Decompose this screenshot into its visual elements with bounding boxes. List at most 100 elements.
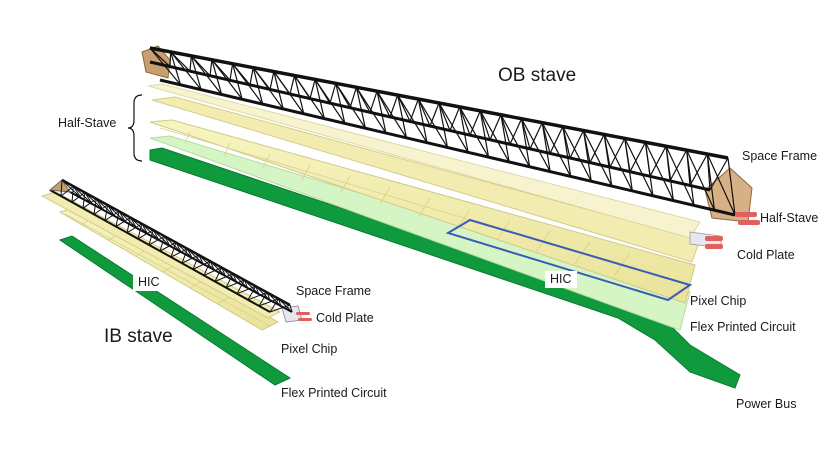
truss-member [249, 67, 254, 85]
truss-member [71, 192, 86, 203]
truss-member [355, 87, 366, 129]
truss-member [376, 90, 407, 139]
ob-space-frame-label: Space Frame [742, 149, 818, 163]
truss-member [170, 248, 188, 258]
truss-member [500, 114, 511, 145]
truss-member [520, 118, 531, 167]
ib-pixel-chip-label: Pixel Chip [281, 342, 338, 356]
truss-member [252, 67, 284, 110]
truss-member [164, 235, 182, 253]
truss-member [266, 292, 282, 307]
truss-member [126, 217, 131, 233]
truss-member [214, 267, 223, 282]
truss-member [152, 229, 171, 247]
truss-member [335, 83, 366, 129]
truss-member [198, 254, 204, 265]
truss-member [258, 292, 268, 307]
ob-half-stave-right-label: Half-Stave [760, 211, 819, 225]
truss-member [126, 223, 143, 234]
truss-member [509, 118, 523, 145]
truss-member [273, 71, 284, 110]
ob-power-bus-label: Power Bus [736, 397, 797, 411]
ib-cold-plate-label: Cold Plate [316, 311, 374, 325]
truss-member [397, 94, 428, 143]
truss-member [541, 122, 572, 177]
truss-member [479, 110, 491, 140]
truss-member [244, 279, 260, 295]
truss-member [170, 242, 177, 258]
ob-hic-label: HIC [545, 271, 577, 288]
truss-member [582, 130, 613, 187]
truss-member [686, 150, 695, 206]
truss-member [107, 204, 126, 223]
truss-member [293, 75, 305, 114]
ob-stave-title: OB stave [498, 65, 577, 86]
truss-member [152, 229, 160, 241]
truss-member [221, 267, 226, 277]
truss-member [269, 298, 280, 313]
truss-member [175, 242, 182, 253]
truss-member [187, 248, 204, 265]
truss-member [211, 59, 243, 100]
truss-member [252, 67, 264, 105]
truss-member [589, 134, 605, 163]
ib-flex-printed-circuit-label: Flex Printed Circuit [281, 386, 387, 400]
truss-member [278, 298, 282, 307]
truss-member [644, 142, 674, 201]
truss-member [203, 261, 211, 276]
truss-member [141, 223, 160, 241]
truss-member [289, 75, 296, 95]
truss-member [500, 114, 510, 163]
truss-member [104, 210, 120, 221]
truss-member [72, 185, 82, 199]
truss-member [84, 192, 93, 205]
truss-member [727, 157, 736, 216]
truss-member [148, 229, 154, 246]
truss-member [231, 63, 243, 100]
truss-member [170, 51, 202, 91]
truss-member [60, 185, 74, 197]
ob-pixel-chip-label: Pixel Chip [690, 294, 747, 308]
truss-member [175, 242, 193, 259]
truss-member [137, 223, 143, 239]
truss-member [104, 204, 109, 221]
truss-member [438, 102, 451, 131]
truss-member [82, 192, 86, 209]
truss-member [164, 236, 171, 247]
truss-member [603, 134, 633, 192]
truss-member [211, 59, 223, 95]
ob-half-stave-left-label: Half-Stave [58, 116, 117, 130]
truss-member [686, 149, 716, 211]
ib-space-frame-label: Space Frame [296, 284, 372, 298]
truss-member [562, 126, 572, 177]
truss-member [129, 217, 138, 229]
truss-member [255, 285, 271, 301]
truss-member [355, 86, 387, 134]
truss-member [314, 79, 346, 124]
ib-stave-title: IB stave [104, 326, 173, 347]
truss-member [118, 210, 126, 223]
ob-pipes [705, 212, 760, 249]
truss-member [529, 122, 543, 150]
truss-member [229, 63, 234, 81]
truss-member [624, 138, 633, 191]
truss-member [181, 248, 188, 264]
truss-member [459, 106, 471, 136]
truss-member [644, 142, 654, 196]
truss-member [459, 106, 490, 158]
truss-member [397, 95, 408, 138]
truss-member [266, 292, 271, 301]
truss-member [247, 286, 257, 301]
ob-cold-plate-label: Cold Plate [737, 248, 795, 262]
truss-member [479, 110, 490, 158]
truss-member [609, 138, 626, 168]
truss-member [209, 261, 215, 271]
truss-member [438, 102, 469, 153]
ib-cold-plate-strip [40, 191, 312, 323]
ib-space-frame [48, 178, 293, 313]
truss-member [429, 102, 440, 127]
truss-member [60, 179, 63, 197]
truss-member [189, 55, 192, 72]
